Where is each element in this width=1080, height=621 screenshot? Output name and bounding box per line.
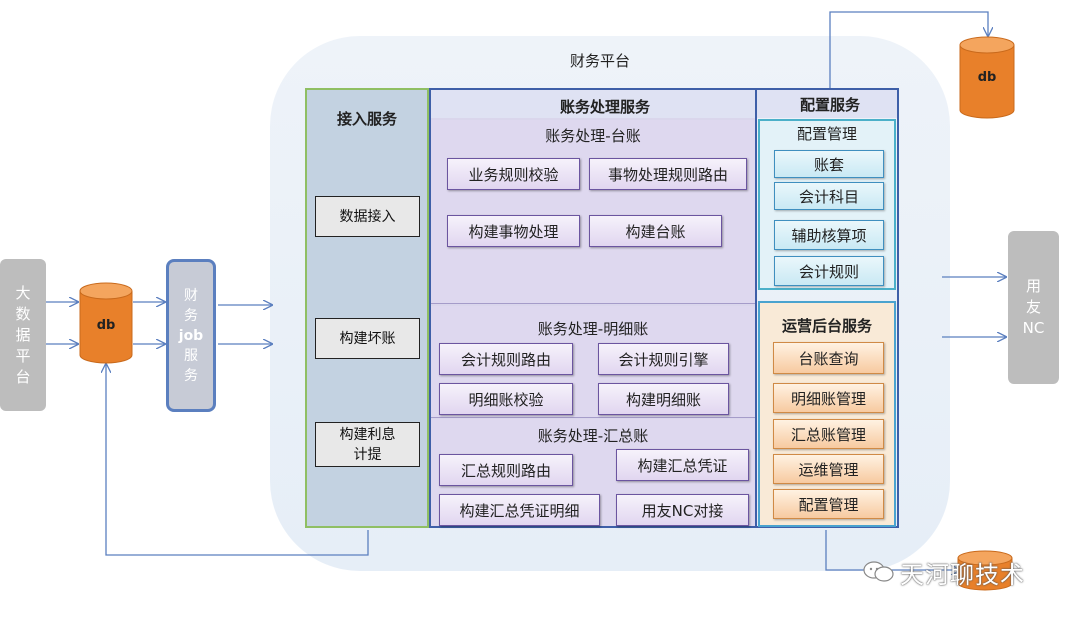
ops-management-box: 运维管理 xyxy=(773,454,884,484)
auxiliary-accounting-box: 辅助核算项 xyxy=(774,220,884,250)
build-detail-ledger-box: 构建明细账 xyxy=(598,383,729,415)
detail-ledger-management-box: 明细账管理 xyxy=(773,383,884,413)
arrow-access-db-loop xyxy=(106,364,369,556)
config-service-title: 配置服务 xyxy=(799,96,860,114)
accounting-service-title: 账务处理服务 xyxy=(559,98,650,116)
account-set-box: 账套 xyxy=(774,150,884,178)
db-left-icon xyxy=(79,282,133,364)
detail-ledger-check-box: 明细账校验 xyxy=(439,383,573,415)
transaction-rule-routing-box: 事物处理规则路由 xyxy=(589,158,747,190)
yonyou-line-3: NC xyxy=(1022,319,1045,337)
config-management-box: 配置管理 xyxy=(773,489,884,519)
data-access-box: 数据接入 xyxy=(315,196,420,237)
ledger-query-box: 台账查询 xyxy=(773,342,884,374)
interest-accrual-box: 构建利息 计提 xyxy=(315,422,420,467)
job-line-1: 财 xyxy=(184,287,198,304)
summary-rule-routing-box: 汇总规则路由 xyxy=(439,454,573,486)
arrow-ops-db-bottom xyxy=(825,530,960,570)
db-top-right-icon xyxy=(959,36,1015,119)
db-left-label: db xyxy=(96,318,116,333)
yonyou-line-1: 用 xyxy=(1025,277,1041,295)
build-summary-voucher-box: 构建汇总凭证 xyxy=(616,449,749,481)
summary-section-title: 账务处理-汇总账 xyxy=(537,427,649,445)
config-management-title: 配置管理 xyxy=(796,125,857,143)
access-service-title: 接入服务 xyxy=(336,110,397,128)
build-ledger-box: 构建台账 xyxy=(589,215,722,247)
ops-backend-title: 运营后台服务 xyxy=(781,317,872,335)
job-line-5: 务 xyxy=(184,367,198,384)
build-transaction-box: 构建事物处理 xyxy=(447,215,580,247)
db-bottom-right-icon xyxy=(957,550,1013,591)
build-summary-voucher-detail-box: 构建汇总凭证明细 xyxy=(439,494,600,526)
bad-debt-box: 构建坏账 xyxy=(315,318,420,359)
db-top-right-label: db xyxy=(977,70,997,85)
big-data-platform: 大 数 据 平 台 xyxy=(0,259,46,411)
yonyou-nc: 用 友 NC xyxy=(1008,231,1059,384)
watermark-text: 天河聊技术 xyxy=(900,561,1025,589)
accounting-header-band xyxy=(431,90,899,118)
summary-ledger-management-box: 汇总账管理 xyxy=(773,419,884,449)
business-rule-check-box: 业务规则校验 xyxy=(447,158,580,190)
wechat-icon xyxy=(863,561,894,582)
accounting-subject-box: 会计科目 xyxy=(774,182,884,210)
accounting-rule-engine-box: 会计规则引擎 xyxy=(598,343,729,375)
ledger-section xyxy=(431,120,755,304)
job-line-4: 服 xyxy=(184,347,198,364)
finance-platform-title: 财务平台 xyxy=(569,52,630,70)
detail-section-title: 账务处理-明细账 xyxy=(537,320,649,338)
finance-job-service: 财 务 job 服 务 xyxy=(166,259,216,412)
job-line-3: job xyxy=(178,327,204,344)
accounting-rule-routing-box: 会计规则路由 xyxy=(439,343,573,375)
job-line-2: 务 xyxy=(184,307,198,324)
config-ops-frame xyxy=(755,88,899,528)
yonyou-line-2: 友 xyxy=(1025,298,1041,316)
arrow-config-db-top xyxy=(829,11,988,88)
ledger-section-title: 账务处理-台账 xyxy=(545,127,641,145)
yonyou-nc-integration-box: 用友NC对接 xyxy=(616,494,749,526)
accounting-rules-box: 会计规则 xyxy=(774,256,884,286)
